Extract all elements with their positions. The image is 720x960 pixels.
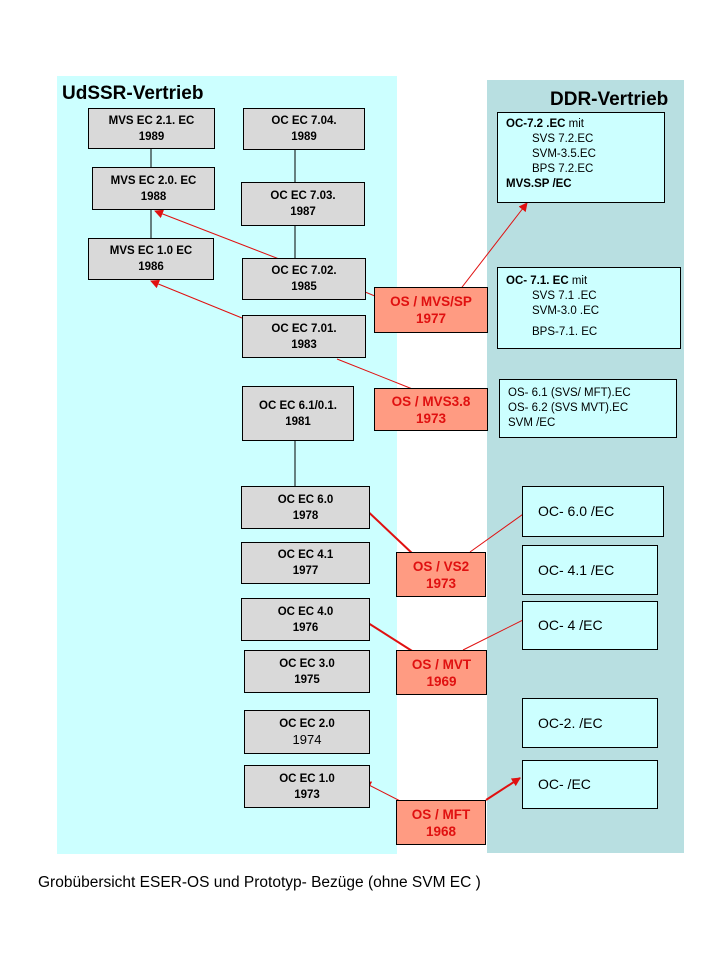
oc-box: OC EC 7.02. 1985 (242, 258, 366, 300)
ddr-line: SVM /EC (508, 417, 556, 429)
os-name: OS / MVS3.8 (391, 393, 471, 409)
oc-year: 1974 (292, 732, 322, 747)
os-box: OS / MVS/SP 1977 (374, 287, 488, 333)
ddr-label: OC-2. /EC (538, 714, 603, 731)
os-box: OS / MVT 1969 (396, 650, 487, 695)
oc-box: OC EC 7.04. 1989 (243, 108, 365, 150)
oc-box: OC EC 6.0 1978 (241, 486, 370, 529)
ddr-head-suffix: mit (565, 118, 584, 130)
oc-name: OC EC 4.0 (277, 605, 334, 618)
ddr-box-oc2: OC-2. /EC (522, 698, 658, 748)
oc-name: OC EC 3.0 (279, 657, 335, 670)
ddr-box-oc41: OC- 4.1 /EC (522, 545, 658, 595)
ddr-line: SVS 7.1 .EC (532, 290, 597, 302)
ddr-box-oc60: OC- 6.0 /EC (522, 486, 664, 537)
ddr-box-oc4: OC- 4 /EC (522, 601, 658, 650)
ddr-head: OC- 7.1. EC (506, 275, 569, 287)
os-box: OS / VS2 1973 (396, 552, 486, 597)
oc-box: OC EC 4.0 1976 (241, 598, 370, 641)
ddr-label: OC- 4 /EC (538, 617, 603, 633)
arrow-oc701-to-mvs10 (150, 279, 243, 319)
mvs-year: 1989 (138, 130, 165, 143)
mvs-name: MVS EC 2.1. EC (108, 114, 195, 127)
ddr-title: DDR-Vertrieb (550, 89, 669, 110)
os-name: OS / VS2 (412, 558, 470, 574)
ddr-head: OC-7.2 .EC (506, 118, 566, 130)
oc-box: OC EC 3.0 1975 (244, 650, 370, 693)
oc-name: OC EC 1.0 (279, 772, 335, 785)
oc-box: OC EC 7.01. 1983 (242, 315, 366, 358)
ddr-head-suffix: mit (568, 275, 588, 287)
os-year: 1969 (426, 673, 457, 689)
ddr-line: OS- 6.1 (SVS/ MFT).EC (508, 387, 631, 399)
mvs-year: 1986 (138, 261, 164, 273)
mvs-year: 1988 (140, 190, 167, 203)
mvs-name: MVS EC 1.0 EC (109, 245, 193, 257)
udssr-title: UdSSR-Vertrieb (62, 83, 204, 104)
oc-year: 1975 (294, 673, 320, 686)
os-name: OS / MVS/SP (390, 294, 472, 309)
oc-name: OC EC 4.1 (277, 549, 334, 561)
oc-year: 1973 (294, 788, 320, 801)
oc-year: 1989 (291, 131, 317, 143)
oc-year: 1978 (292, 509, 319, 522)
oc-year: 1985 (291, 281, 317, 293)
oc-box: OC EC 6.1/0.1. 1981 (242, 386, 354, 441)
ddr-line: SVM-3.0 .EC (532, 305, 600, 317)
oc-name: OC EC 6.1/0.1. (259, 399, 337, 412)
os-box: OS / MVS3.8 1973 (374, 388, 488, 431)
oc-year: 1983 (291, 338, 317, 351)
os-year: 1973 (415, 410, 447, 426)
ddr-box-oc71: OC- 7.1. EC mit SVS 7.1 .EC SVM-3.0 .EC … (497, 267, 681, 349)
arrow-oc702-to-mvs20 (154, 209, 293, 265)
os-name: OS / MFT (411, 806, 471, 822)
oc-box: OC EC 1.0 1973 (244, 765, 370, 808)
mvs-box: MVS EC 2.1. EC 1989 (88, 108, 215, 149)
os-year: 1973 (425, 575, 457, 591)
ddr-label: OC- /EC (538, 776, 591, 792)
os-box: OS / MFT 1968 (396, 800, 486, 845)
ddr-footer: MVS.SP /EC (506, 178, 572, 190)
oc-box: OC EC 2.0 1974 (244, 710, 370, 754)
oc-box: OC EC 4.1 1977 (241, 542, 370, 584)
mvs-box: MVS EC 2.0. EC 1988 (92, 167, 215, 210)
ddr-box-oc: OC- /EC (522, 760, 658, 809)
oc-name: OC EC 7.04. (271, 115, 337, 127)
ddr-box-oc72: OC-7.2 .EC mit SVS 7.2.EC SVM-3.5.EC BPS… (497, 112, 665, 203)
mvs-name: MVS EC 2.0. EC (110, 174, 197, 187)
oc-name: OC EC 7.02. (271, 265, 337, 277)
oc-name: OC EC 7.01. (271, 322, 337, 335)
mvs-box: MVS EC 1.0 EC 1986 (88, 238, 214, 280)
arrow-mft-to-ddr (485, 777, 521, 801)
ddr-label: OC- 6.0 /EC (538, 503, 615, 519)
os-year: 1968 (425, 823, 457, 839)
ddr-line: SVM-3.5.EC (532, 148, 596, 160)
ddr-line: BPS-7.1. EC (532, 326, 598, 338)
oc-name: OC EC 6.0 (277, 493, 334, 506)
ddr-line: OS- 6.2 (SVS MVT).EC (508, 402, 629, 414)
oc-name: OC EC 2.0 (279, 718, 335, 730)
line-oc701-to-mvs38 (336, 358, 421, 393)
oc-box: OC EC 7.03. 1987 (241, 182, 365, 226)
ddr-box-os6: OS- 6.1 (SVS/ MFT).EC OS- 6.2 (SVS MVT).… (499, 379, 677, 438)
oc-year: 1977 (292, 565, 319, 577)
oc-year: 1987 (290, 206, 316, 218)
oc-year: 1981 (285, 415, 311, 428)
ddr-label: OC- 4.1 /EC (538, 561, 615, 578)
ddr-line: SVS 7.2.EC (532, 133, 594, 145)
oc-name: OC EC 7.03. (270, 190, 336, 202)
oc-year: 1976 (292, 621, 319, 634)
os-year: 1977 (415, 311, 447, 326)
caption: Grobübersicht ESER-OS und Prototyp- Bezü… (38, 874, 481, 891)
os-name: OS / MVT (411, 656, 472, 672)
ddr-line: BPS 7.2.EC (532, 163, 594, 175)
